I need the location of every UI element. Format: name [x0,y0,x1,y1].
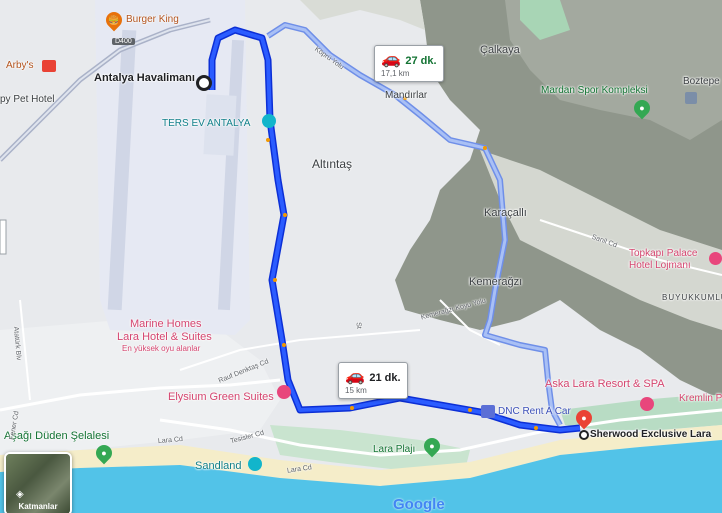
primary-route-time: 21 dk. [369,372,401,384]
poi-marine-homes-3: En yüksek oyu alanlar [122,344,201,353]
road-shield: D400 [112,38,135,45]
poi-topkapi-2[interactable]: Hotel Lojmanı [629,260,691,271]
sports-icon[interactable]: ● [630,96,654,120]
place-altintas: Altıntaş [312,157,353,171]
place-kemeragzi: Kemerağzı [469,276,523,288]
place-mandirlar: Mandırlar [385,90,428,101]
poi-dnc[interactable]: DNC Rent A Car [498,406,571,417]
layers-icon: ◈ [16,489,24,500]
poi-ters-ev[interactable]: TERS EV ANTALYA [162,118,251,129]
poi-topkapi-1[interactable]: Topkapı Palace [629,248,698,259]
poi-arbys[interactable]: Arby's [6,60,34,71]
poi-kremlin[interactable]: Kremlin P [679,393,722,404]
google-logo: Google [393,496,445,513]
poi-lara-plaji[interactable]: Lara Plajı [373,444,416,455]
road-st: St [354,321,363,330]
layers-button[interactable]: ◈ Katmanlar [4,452,72,513]
place-calkaya: Çalkaya [480,44,520,56]
school-icon[interactable] [685,92,697,104]
destination-pin-icon[interactable]: ● [572,406,596,430]
camera-icon[interactable] [262,114,276,128]
poi-elysium[interactable]: Elysium Green Suites [168,391,274,403]
poi-aska-lara[interactable]: Aska Lara Resort & SPA [545,378,665,390]
park-icon[interactable]: ● [92,441,116,465]
alternate-route-distance: 17,1 km [381,69,410,78]
destination-label[interactable]: Sherwood Exclusive Lara [590,429,712,440]
beach-icon[interactable]: ● [420,434,444,458]
burger-king-icon[interactable]: 🍔 [102,8,126,32]
poi-marine-homes-1[interactable]: Marine Homes [130,318,202,330]
poi-sandland[interactable]: Sandland [195,460,242,472]
car-rental-icon[interactable] [481,405,495,418]
place-karacalli: Karaçallı [484,207,527,219]
poi-burger-king[interactable]: Burger King [126,14,179,25]
restaurant-icon[interactable] [42,60,56,72]
alternate-route-time: 27 dk. [405,55,437,67]
poi-pet-hotel[interactable]: py Pet Hotel [0,94,55,105]
primary-route-distance: 15 km [345,386,367,395]
primary-route-infobox[interactable]: 🚗 21 dk. 15 km [338,362,408,399]
poi-mardan[interactable]: Mardan Spor Kompleksi [541,85,648,96]
hotel-icon[interactable] [277,385,291,399]
alternate-route-infobox[interactable]: 🚗 27 dk. 17,1 km [374,45,444,82]
car-icon: 🚗 [345,368,365,385]
camera-icon[interactable] [248,457,262,471]
poi-marine-homes-2[interactable]: Lara Hotel & Suites [117,331,212,343]
origin-marker[interactable] [196,75,212,91]
hotel-icon[interactable] [640,397,654,411]
place-buyukkumlu: BUYUKKUMLU [662,293,722,302]
car-icon: 🚗 [381,51,401,68]
poi-asagi-duden[interactable]: Aşağı Düden Şelalesi [4,430,110,442]
destination-marker[interactable] [579,430,589,440]
hotel-icon[interactable] [709,252,722,265]
layers-label: Katmanlar [18,502,58,511]
origin-label[interactable]: Antalya Havalimanı [94,72,195,84]
place-boztepe: Boztepe [683,76,720,87]
